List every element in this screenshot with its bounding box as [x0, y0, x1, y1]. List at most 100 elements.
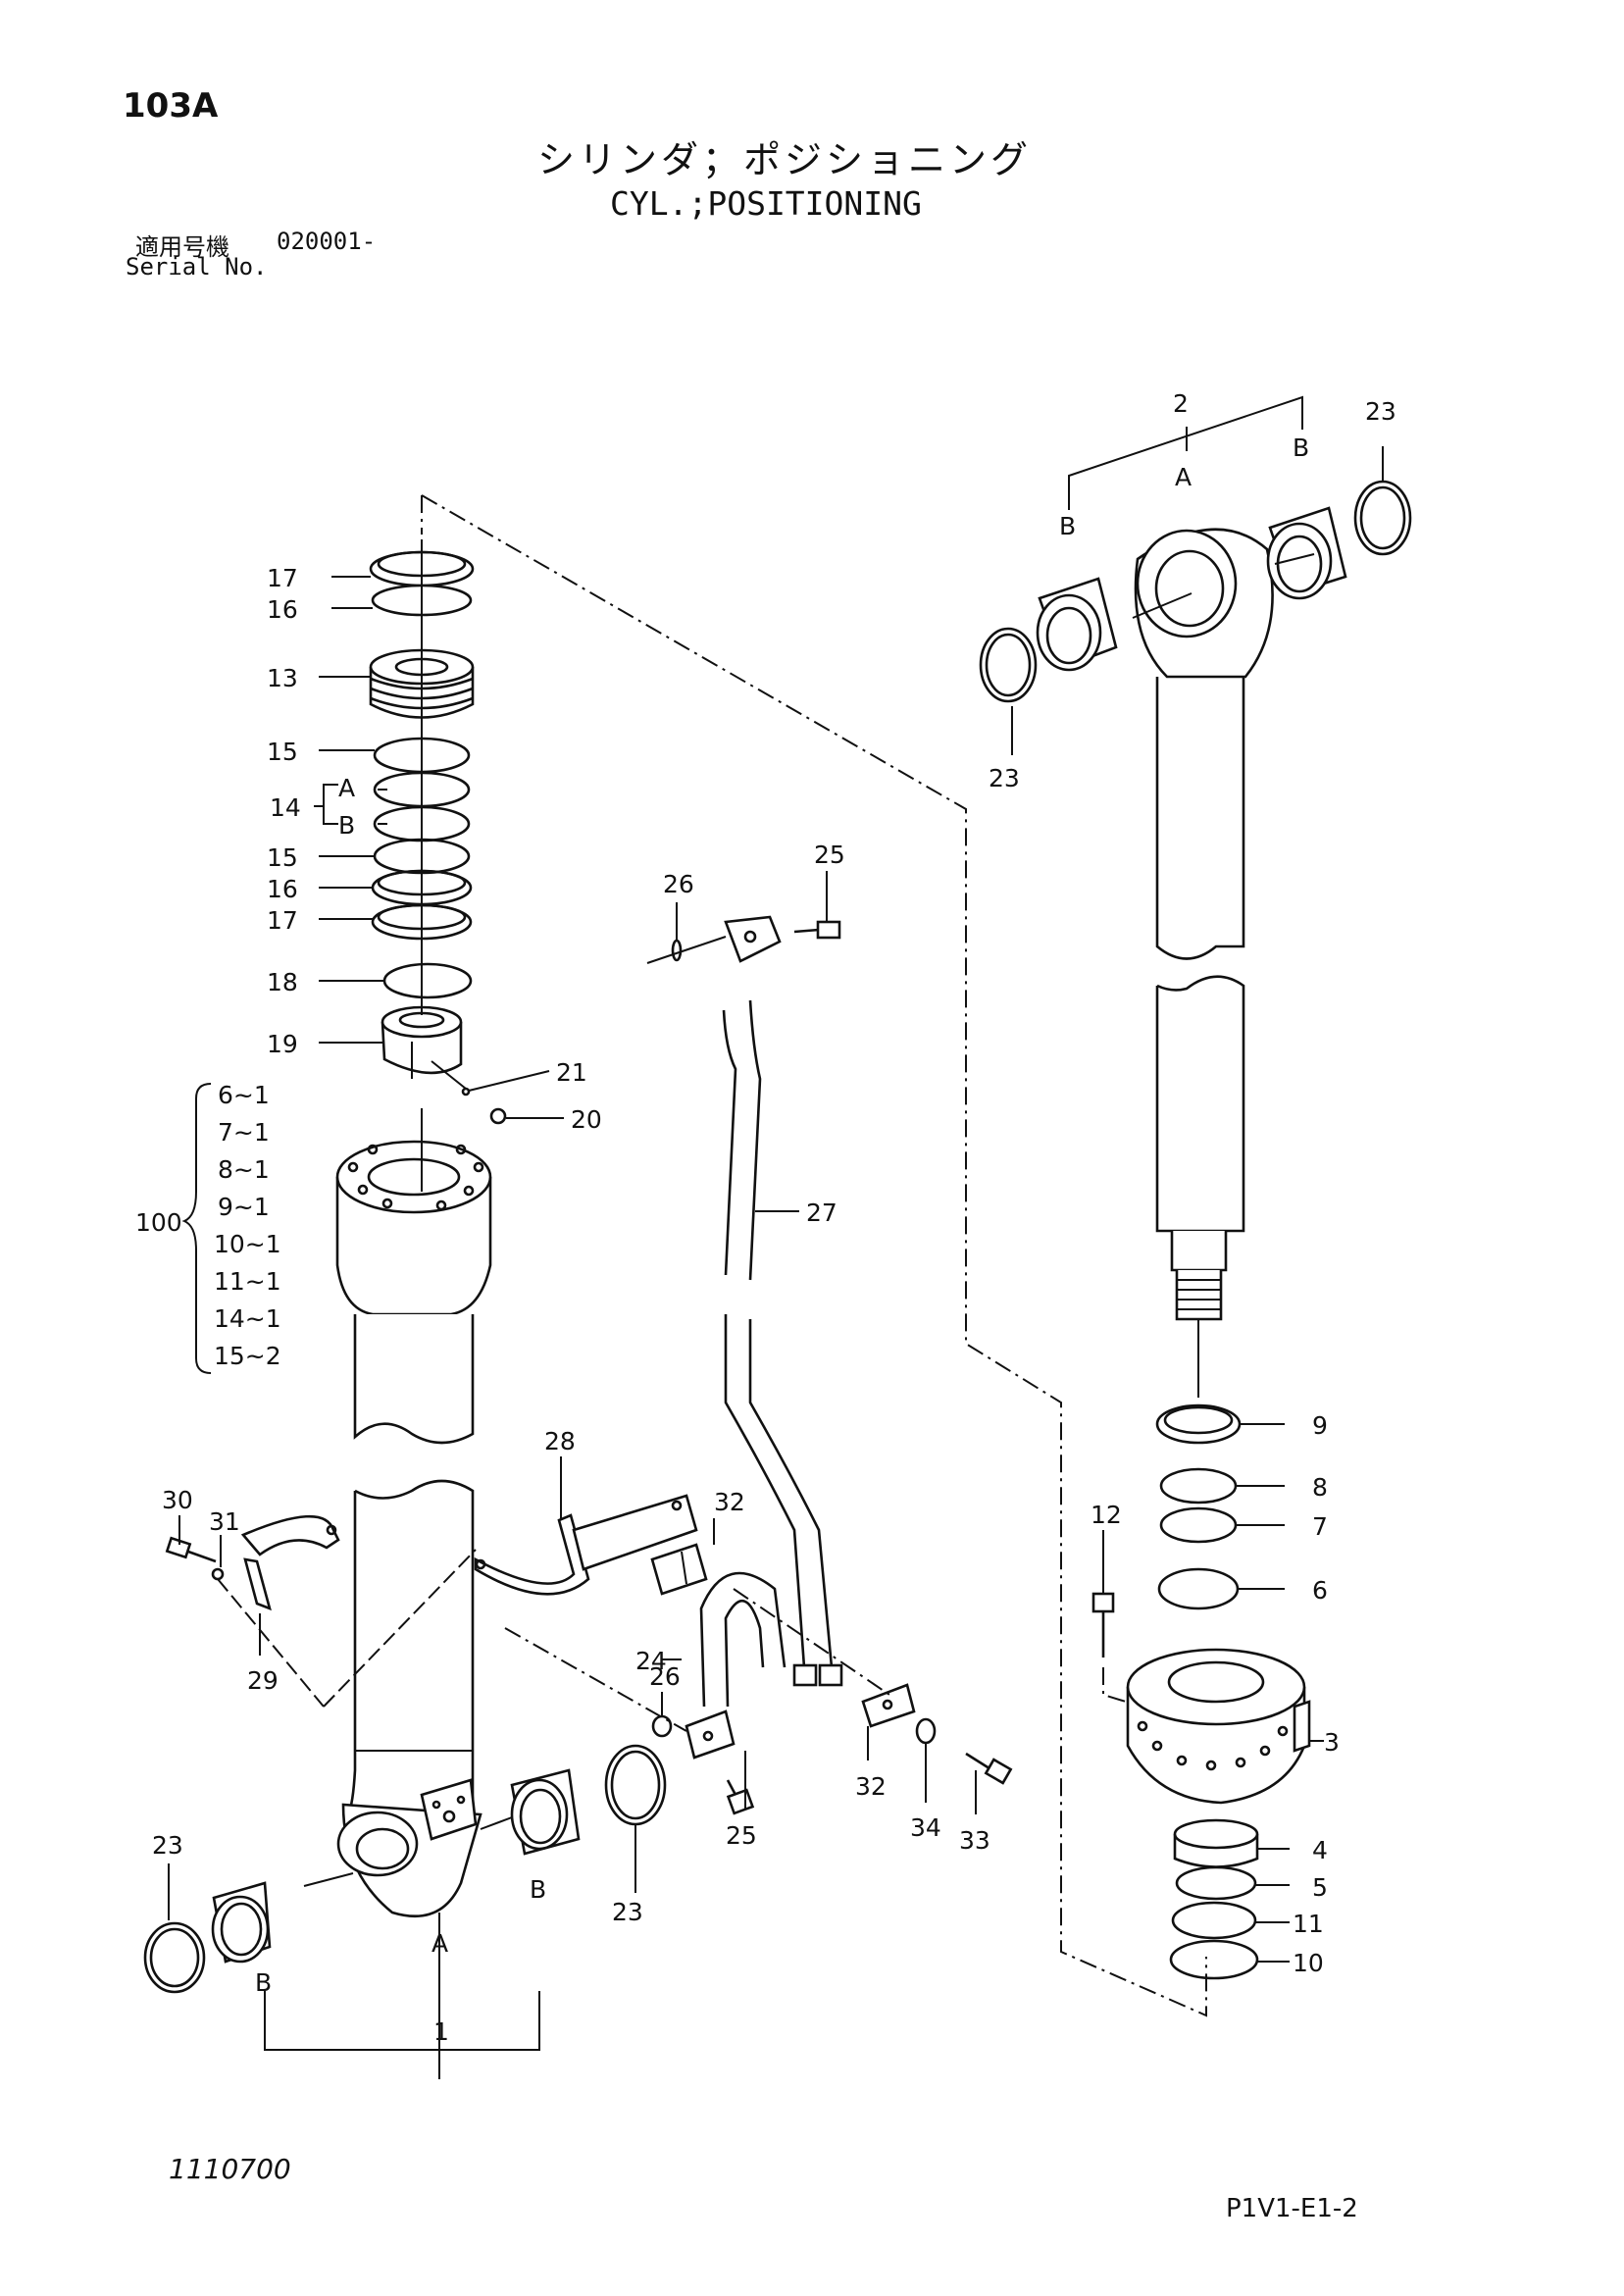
callout-1: 1: [433, 2017, 449, 2046]
callout-25-lower: 25: [726, 1821, 757, 1850]
callout-20: 20: [571, 1105, 602, 1134]
part-12-bolt: [1091, 1592, 1115, 1658]
serial-label-english: Serial No.: [126, 253, 268, 281]
kit-100-item-2: 7~1: [218, 1118, 270, 1147]
callout-3: 3: [1324, 1728, 1340, 1757]
callout-13: 13: [267, 664, 298, 692]
part-27-pipe-lower: [724, 1314, 843, 1687]
part-33-bolt: [965, 1752, 1013, 1785]
part-8-seal: [1159, 1467, 1238, 1505]
part-5-snap-ring: [1175, 1865, 1257, 1901]
part-2-piston-rod: [1155, 677, 1245, 1321]
part-27-pipe-upper: [722, 915, 782, 1281]
kit-100-item-7: 14~1: [214, 1304, 281, 1333]
callout-7: 7: [1312, 1512, 1328, 1541]
callout-100: 100: [135, 1208, 182, 1237]
callout-b-upper-right: B: [1293, 434, 1309, 462]
part-6-ring: [1157, 1567, 1240, 1610]
callout-15-lower: 15: [267, 843, 298, 872]
part-100-cylinder-head: [335, 1140, 492, 1316]
callout-32-upper: 32: [714, 1488, 745, 1516]
callout-23-upper-left: 23: [989, 764, 1020, 792]
callout-23-lower-left: 23: [152, 1831, 183, 1860]
title-japanese: シリンダ；ポジショニング: [537, 138, 1033, 181]
title-english: CYL.;POSITIONING: [610, 184, 922, 223]
part-1-cylinder-tube: [336, 1314, 482, 1917]
part-19-piston-nut: [381, 1005, 463, 1079]
callout-15-upper: 15: [267, 738, 298, 766]
callout-27: 27: [806, 1199, 837, 1227]
part-30-bolt: [165, 1536, 217, 1563]
kit-100-item-1: 6~1: [218, 1081, 270, 1109]
callout-5: 5: [1312, 1873, 1328, 1902]
part-a-rod-eye: [1134, 528, 1274, 679]
callout-10: 10: [1293, 1949, 1324, 1977]
part-29-clamp: [240, 1514, 340, 1611]
serial-number-value: 020001-: [277, 228, 377, 255]
callout-23-upper-right: 23: [1365, 397, 1396, 426]
callout-6: 6: [1312, 1576, 1328, 1605]
callout-8: 8: [1312, 1473, 1328, 1502]
callout-17-upper: 17: [267, 564, 298, 592]
part-25-bolt-lower: [726, 1779, 755, 1815]
serial-label-japanese: 適用号機: [135, 233, 229, 261]
callout-a-lower: A: [431, 1929, 448, 1958]
callout-9: 9: [1312, 1411, 1328, 1440]
callout-21: 21: [556, 1058, 587, 1087]
part-18-ring: [382, 962, 473, 999]
callout-26-upper: 26: [663, 870, 694, 898]
kit-100-item-6: 11~1: [214, 1267, 281, 1296]
part-b-bushing-left: [211, 1881, 272, 1964]
part-9-seal: [1155, 1403, 1242, 1445]
part-23-ring-upper-left: [979, 627, 1038, 703]
callout-18: 18: [267, 968, 298, 996]
part-20-set-screw: [489, 1107, 507, 1125]
part-34-washer: [915, 1717, 937, 1745]
part-26-o-ring-lower: [651, 1714, 673, 1738]
callout-33: 33: [959, 1826, 990, 1855]
callout-30: 30: [162, 1486, 193, 1514]
callout-28: 28: [544, 1427, 576, 1455]
callout-32-lower: 32: [855, 1772, 887, 1801]
part-28-clamp: [474, 1494, 698, 1596]
callout-14-b: B: [338, 811, 355, 840]
callout-14: 14: [270, 793, 301, 822]
callout-19: 19: [267, 1030, 298, 1058]
callout-24: 24: [635, 1647, 667, 1675]
callout-16-lower: 16: [267, 875, 298, 903]
kit-100-item-8: 15~2: [214, 1342, 281, 1370]
page-number: 103A: [123, 86, 219, 126]
part-26-o-ring-upper: [671, 939, 683, 962]
callout-2: 2: [1173, 389, 1189, 418]
page-code: P1V1-E1-2: [1226, 2194, 1358, 2223]
document-number: 1110700: [169, 2153, 291, 2185]
part-3-rod-cover: [1126, 1648, 1311, 1805]
part-24-u-pipe: [685, 1571, 787, 1760]
part-21-ball: [461, 1087, 471, 1097]
part-23-ring-right: [604, 1744, 667, 1826]
part-10-ring: [1169, 1939, 1259, 1980]
callout-31: 31: [209, 1507, 240, 1536]
part-b-bushing-right: [510, 1768, 581, 1856]
part-11-seal: [1171, 1901, 1257, 1940]
part-23-ring-upper-right: [1353, 480, 1412, 556]
callout-b-lower-right: B: [530, 1875, 546, 1904]
callout-11: 11: [1293, 1910, 1324, 1938]
kit-100-item-4: 9~1: [218, 1193, 270, 1221]
part-31-washer: [211, 1567, 225, 1581]
part-7-ring: [1159, 1506, 1238, 1544]
part-b-bushing-upper-right: [1266, 506, 1347, 600]
kit-100-item-5: 10~1: [214, 1230, 281, 1258]
callout-12: 12: [1091, 1501, 1122, 1529]
callout-25-upper: 25: [814, 841, 845, 869]
callout-17-lower: 17: [267, 906, 298, 935]
callout-16-upper: 16: [267, 595, 298, 624]
part-32-clamp-lower: [861, 1683, 916, 1728]
part-25-bolt-upper: [793, 920, 841, 940]
callout-14-a: A: [338, 774, 355, 802]
callout-4: 4: [1312, 1836, 1328, 1864]
callout-23-lower-right: 23: [612, 1898, 643, 1926]
callout-29: 29: [247, 1666, 279, 1695]
part-b-bushing-upper-left: [1036, 577, 1118, 672]
